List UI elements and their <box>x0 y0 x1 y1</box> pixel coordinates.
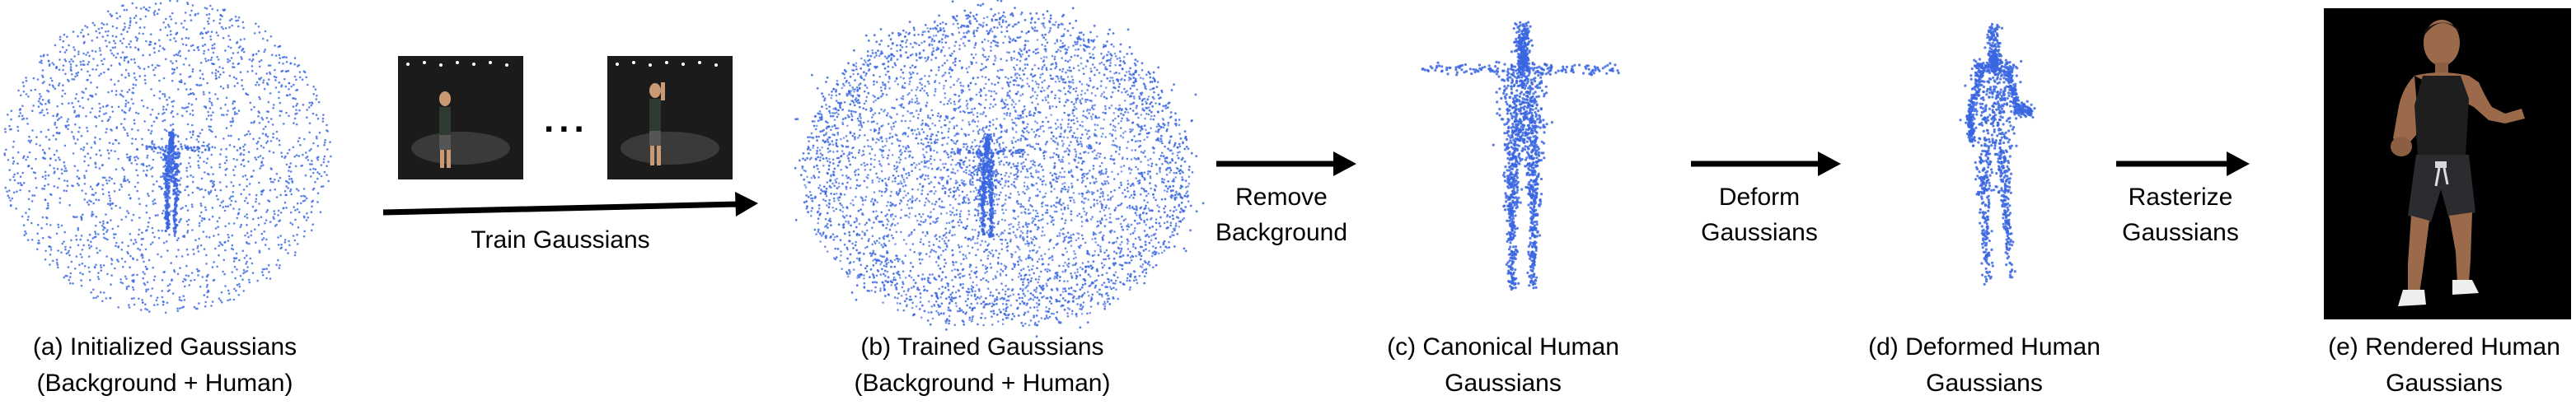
caption-b-line2: (Background + Human) <box>854 370 1111 397</box>
caption-b: (b) Trained Gaussians (Background + Huma… <box>834 329 1131 402</box>
initialized-gaussians-sphere <box>3 0 332 314</box>
input-frame-last <box>607 56 733 179</box>
caption-c-line2: Gaussians <box>1445 370 1562 397</box>
caption-e-line1: (e) Rendered Human <box>2328 333 2560 361</box>
caption-a-line1: (a) Initialized Gaussians <box>32 333 297 361</box>
input-frame-first <box>398 56 523 179</box>
rasterize-gaussians-arrow <box>2116 151 2250 176</box>
label-train-gaussians: Train Gaussians <box>437 222 684 258</box>
deformed-human-gaussians <box>1959 22 2036 286</box>
label-deform-line2: Gaussians <box>1701 219 1818 246</box>
label-deform-line1: Deform <box>1718 184 1801 211</box>
caption-c: (c) Canonical Human Gaussians <box>1371 329 1635 402</box>
deform-gaussians-arrow <box>1691 151 1841 176</box>
label-rasterize-line2: Gaussians <box>2122 219 2239 246</box>
caption-b-line1: (b) Trained Gaussians <box>860 333 1104 361</box>
label-train-line1: Train Gaussians <box>471 226 650 254</box>
caption-c-line1: (c) Canonical Human <box>1387 333 1619 361</box>
label-remove-background: Remove Background <box>1203 179 1360 250</box>
trained-gaussians-cloud <box>794 0 1205 338</box>
caption-e-line2: Gaussians <box>2386 370 2503 397</box>
caption-a-line2: (Background + Human) <box>36 370 293 397</box>
rendered-human-image <box>2324 8 2571 319</box>
canonical-human-gaussians <box>1421 21 1620 291</box>
label-remove-line2: Background <box>1215 219 1348 246</box>
frames-ellipsis: ... <box>544 100 589 140</box>
caption-e: (e) Rendered Human Gaussians <box>2312 329 2576 402</box>
caption-a: (a) Initialized Gaussians (Background + … <box>16 329 313 402</box>
remove-background-arrow <box>1216 151 1356 176</box>
label-remove-line1: Remove <box>1235 184 1328 211</box>
caption-d-line2: Gaussians <box>1926 370 2043 397</box>
label-deform-gaussians: Deform Gaussians <box>1689 179 1829 250</box>
caption-d: (d) Deformed Human Gaussians <box>1852 329 2116 402</box>
label-rasterize-line1: Rasterize <box>2128 184 2233 211</box>
train-gaussians-arrow <box>382 192 758 216</box>
label-rasterize-gaussians: Rasterize Gaussians <box>2106 179 2255 250</box>
caption-d-line1: (d) Deformed Human <box>1868 333 2101 361</box>
